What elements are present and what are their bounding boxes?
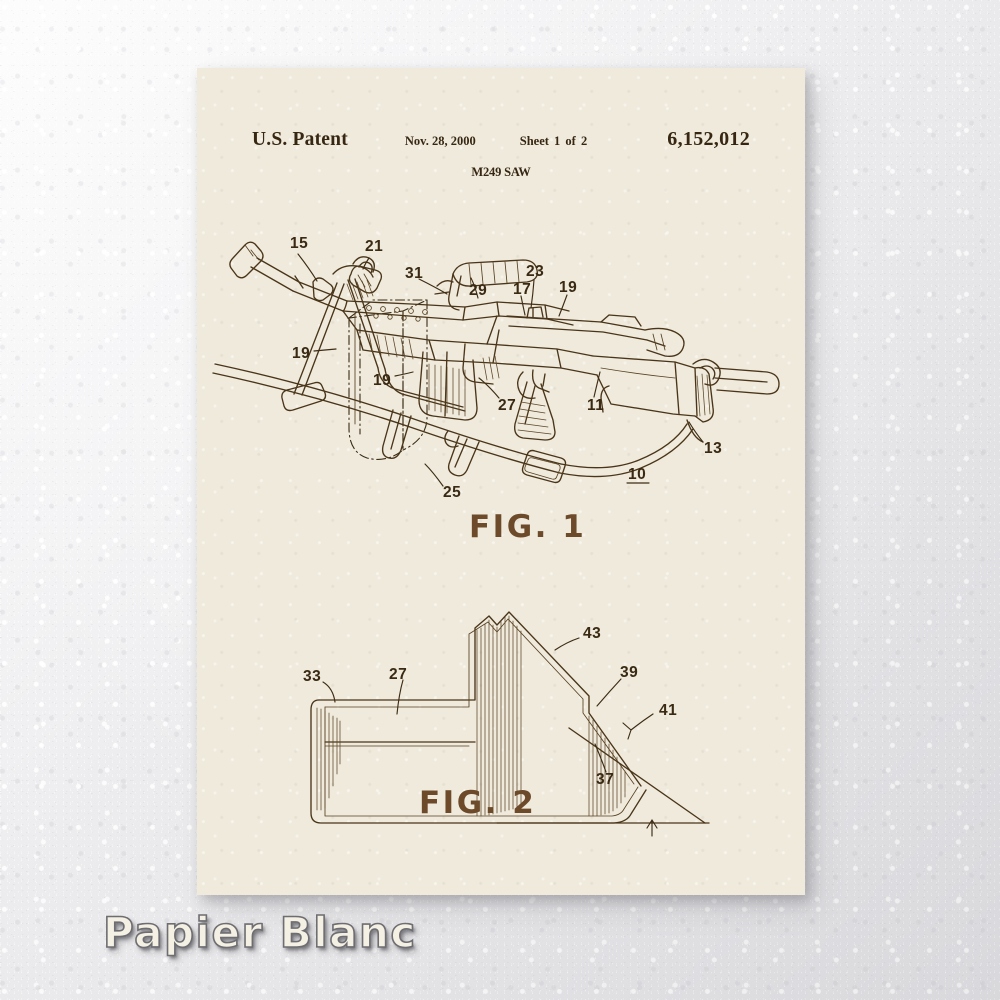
- numeral-27: 27: [498, 397, 516, 414]
- figure-2-hatching-left: [316, 707, 341, 811]
- numeral-21: 21: [365, 238, 383, 255]
- figure-1-reference-numerals: 15 21 31 29 23 17 19 19 19 27 11 13 10 2…: [290, 235, 722, 501]
- numeral-15: 15: [290, 235, 308, 252]
- numeral-23: 23: [526, 263, 544, 280]
- figure-2-leader-lines: [322, 637, 622, 773]
- numeral-25: 25: [443, 484, 461, 501]
- patent-date: Nov. 28, 2000: [404, 134, 476, 148]
- numeral-19-center: 19: [373, 372, 391, 389]
- carrying-sling-10: [212, 363, 694, 484]
- numeral-13: 13: [704, 440, 722, 457]
- figure-2-hatching-right: [588, 715, 626, 817]
- bipod-assembly-19: [281, 265, 466, 412]
- numeral-10: 10: [628, 466, 646, 483]
- numeral-19-left: 19: [292, 345, 310, 362]
- numeral-33: 33: [303, 668, 321, 685]
- numeral-27-fig2: 27: [389, 666, 407, 683]
- figure-2-angle-reference-41: [496, 713, 710, 837]
- figure-1-caption: FIG. 1: [469, 509, 586, 545]
- patent-office-label: U.S. Patent: [252, 129, 348, 150]
- patent-subtitle: M249 SAW: [471, 165, 531, 179]
- figure-2-caption: FIG. 2: [419, 785, 536, 821]
- receiver-assembly: [342, 259, 685, 376]
- trigger-group-and-grip-27: [514, 369, 556, 441]
- figure-2-drawing: 43 33 27 39 41 37 FIG. 2: [303, 611, 710, 837]
- numeral-43: 43: [583, 625, 601, 642]
- patent-header-row: U.S. Patent Nov. 28, 2000 Sheet 1 of 2 6…: [197, 128, 805, 151]
- numeral-37: 37: [596, 771, 614, 788]
- patent-number: 6,152,012: [667, 128, 750, 150]
- numeral-31: 31: [405, 265, 423, 282]
- patent-sheet-number: Sheet 1 of 2: [519, 134, 588, 148]
- figure-2-hatching-rib: [476, 615, 522, 817]
- numeral-19-upper-right: 19: [559, 279, 577, 296]
- figure-2-reference-numerals: 43 33 27 39 41 37: [303, 625, 677, 788]
- feed-mechanism: [418, 343, 500, 421]
- patent-drawing-sheet: 15 21 31 29 23 17 19 19 19 27 11 13 10 2…: [212, 235, 780, 837]
- patent-print: U.S. Patent Nov. 28, 2000 Sheet 1 of 2 6…: [197, 68, 805, 895]
- numeral-11: 11: [587, 397, 604, 414]
- numeral-39: 39: [620, 664, 638, 681]
- numeral-41: 41: [659, 702, 677, 719]
- buttstock-11: [592, 355, 780, 443]
- barrel-and-flash-suppressor-15: [229, 241, 383, 312]
- watermark-papier-blanc: Papier Blanc: [102, 907, 417, 958]
- figure-1-drawing: 15 21 31 29 23 17 19 19 19 27 11 13 10 2…: [212, 235, 780, 545]
- figure-1-leader-lines: [297, 253, 704, 487]
- numeral-29: 29: [469, 282, 487, 299]
- numeral-17: 17: [513, 281, 531, 298]
